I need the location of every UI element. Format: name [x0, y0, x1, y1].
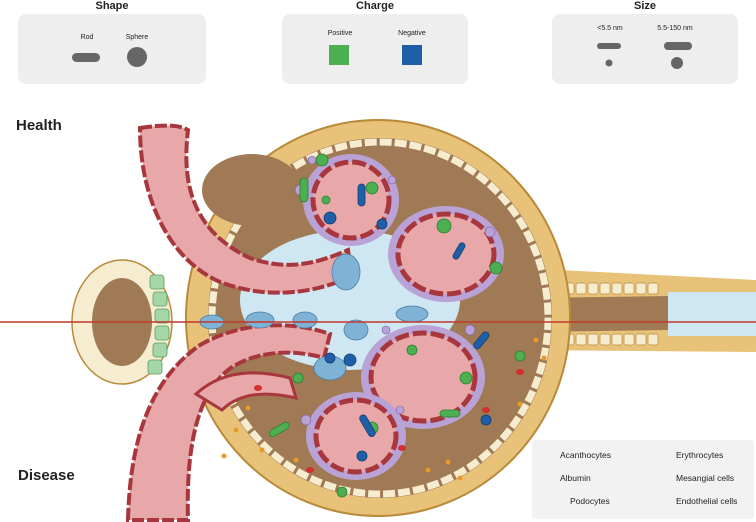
legend-albumin: Albumin: [560, 473, 591, 483]
large-rod-icon: [664, 42, 692, 50]
legend: Acanthocytes Erythrocytes Albumin Mesang…: [532, 440, 754, 519]
nanoparticles: [268, 153, 526, 498]
sphere-label: Sphere: [125, 34, 149, 41]
legend-acanthocytes: Acanthocytes: [560, 450, 612, 460]
small-rod-icon: [597, 43, 621, 49]
panel-icons: [72, 42, 692, 69]
sphere-icon: [127, 47, 147, 67]
large-sphere-icon: [671, 57, 683, 69]
charge-panel: [282, 14, 468, 84]
legend-endothelial: Endothelial cells: [676, 496, 738, 506]
large-size-label: 5.5-150 nm: [657, 25, 693, 32]
distal-tubule: [71, 259, 173, 385]
legend-podocytes: Podocytes: [570, 496, 610, 506]
health-heading: Health: [16, 117, 62, 134]
negative-label: Negative: [398, 30, 426, 37]
erythrocytes: [254, 369, 524, 473]
small-sphere-icon: [605, 59, 613, 67]
albumin-dots: [221, 337, 547, 481]
rod-icon: [72, 53, 100, 62]
positive-label: Positive: [327, 30, 353, 37]
shape-panel: [18, 14, 206, 84]
legend-erythrocytes: Erythrocytes: [676, 450, 724, 460]
arterioles: [125, 123, 355, 522]
shape-panel-title: Shape: [95, 0, 129, 12]
disease-heading: Disease: [18, 467, 75, 484]
legend-mesangial: Mesangial cells: [676, 473, 735, 483]
positive-charge-swatch: [329, 45, 349, 65]
size-panel-title: Size: [633, 0, 656, 12]
charge-panel-title: Charge: [356, 0, 394, 12]
rod-label: Rod: [80, 34, 94, 41]
negative-charge-swatch: [402, 45, 422, 65]
size-panel: [552, 14, 738, 84]
small-size-label: <5.5 nm: [597, 25, 623, 32]
